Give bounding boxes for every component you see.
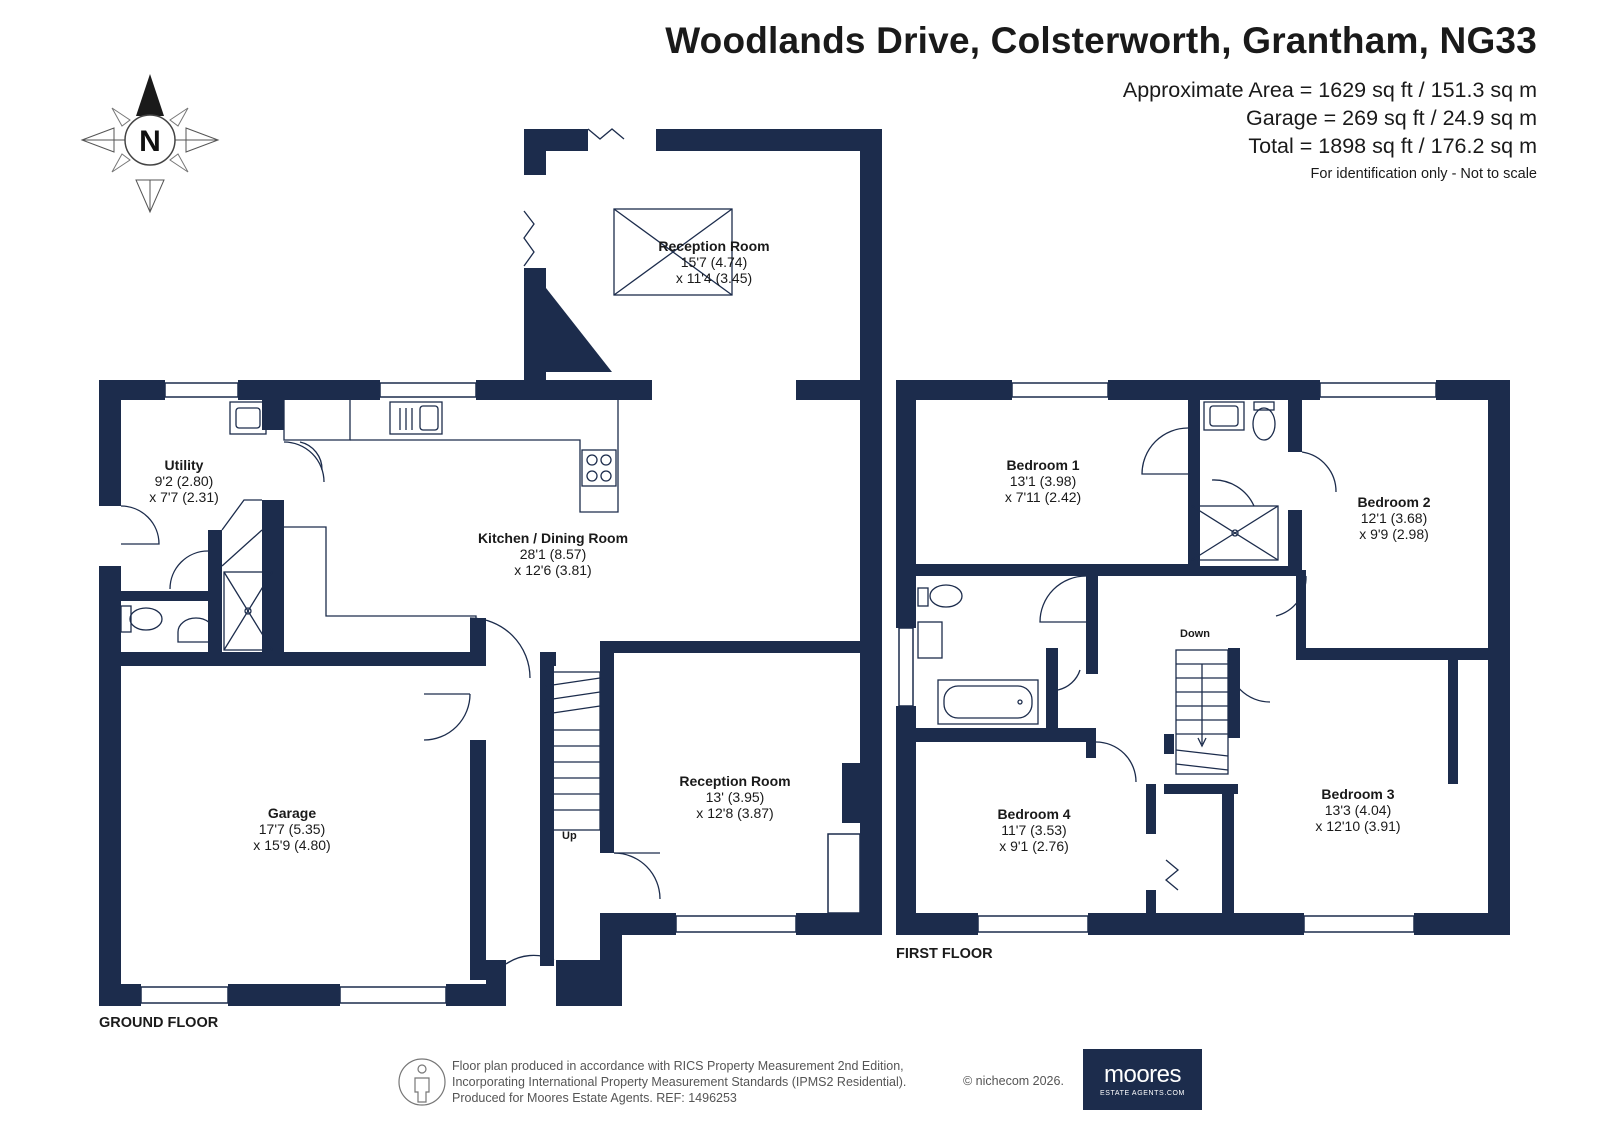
room-utility: Utility 9'2 (2.80) x 7'7 (2.31): [149, 457, 219, 505]
total-area: Total = 1898 sq ft / 176.2 sq m: [1248, 134, 1537, 158]
footer-notes: Floor plan produced in accordance with R…: [452, 1058, 906, 1106]
first-floor-fixtures: [917, 401, 1337, 891]
copyright: © nichecom 2026.: [963, 1074, 1064, 1088]
ground-floor-fixtures: [120, 128, 733, 965]
room-bedroom-1: Bedroom 1 13'1 (3.98) x 7'11 (2.42): [1004, 457, 1082, 505]
stairs-up-label: Up: [562, 830, 577, 842]
page-title: Woodlands Drive, Colsterworth, Grantham,…: [665, 20, 1537, 61]
room-bedroom-2: Bedroom 2 12'1 (3.68) x 9'9 (2.98): [1357, 494, 1431, 542]
first-floor-walls: [896, 380, 1510, 935]
measurement-logo-icon: [398, 1058, 446, 1106]
room-bedroom-3: Bedroom 3 13'3 (4.04) x 12'10 (3.91): [1315, 786, 1401, 834]
footer-line-2: Incorporating International Property Mea…: [452, 1075, 907, 1089]
approximate-area: Approximate Area = 1629 sq ft / 151.3 sq…: [1122, 78, 1537, 102]
room-garage: Garage 17'7 (5.35) x 15'9 (4.80): [253, 805, 331, 853]
scale-note: For identification only - Not to scale: [1310, 166, 1537, 182]
ground-floor-windows: [140, 382, 797, 1004]
first-floor-windows: [898, 382, 1437, 933]
room-kitchen-dining: Kitchen / Dining Room 28'1 (8.57) x 12'6…: [477, 530, 629, 578]
brand-subtitle: ESTATE AGENTS.COM: [1099, 1090, 1185, 1097]
footer-line-1: Floor plan produced in accordance with R…: [452, 1059, 904, 1073]
compass-label: N: [139, 125, 161, 158]
brand-name: moores: [1103, 1061, 1182, 1088]
room-reception-front: Reception Room 13' (3.95) x 12'8 (3.87): [679, 773, 791, 821]
garage-area: Garage = 269 sq ft / 24.9 sq m: [1245, 106, 1537, 130]
room-bedroom-4: Bedroom 4 11'7 (3.53) x 9'1 (2.76): [997, 806, 1071, 854]
stairs-down-label: Down: [1180, 628, 1210, 640]
first-floor-label: FIRST FLOOR: [896, 946, 993, 962]
brand-logo: moores ESTATE AGENTS.COM: [1083, 1049, 1202, 1110]
compass-icon: N: [80, 74, 220, 214]
ground-floor-walls: [99, 129, 882, 1006]
footer-line-3: Produced for Moores Estate Agents. REF: …: [452, 1091, 737, 1105]
room-reception-top: Reception Room 15'7 (4.74) x 11'4 (3.45): [658, 238, 770, 286]
ground-floor-label: GROUND FLOOR: [99, 1015, 219, 1031]
